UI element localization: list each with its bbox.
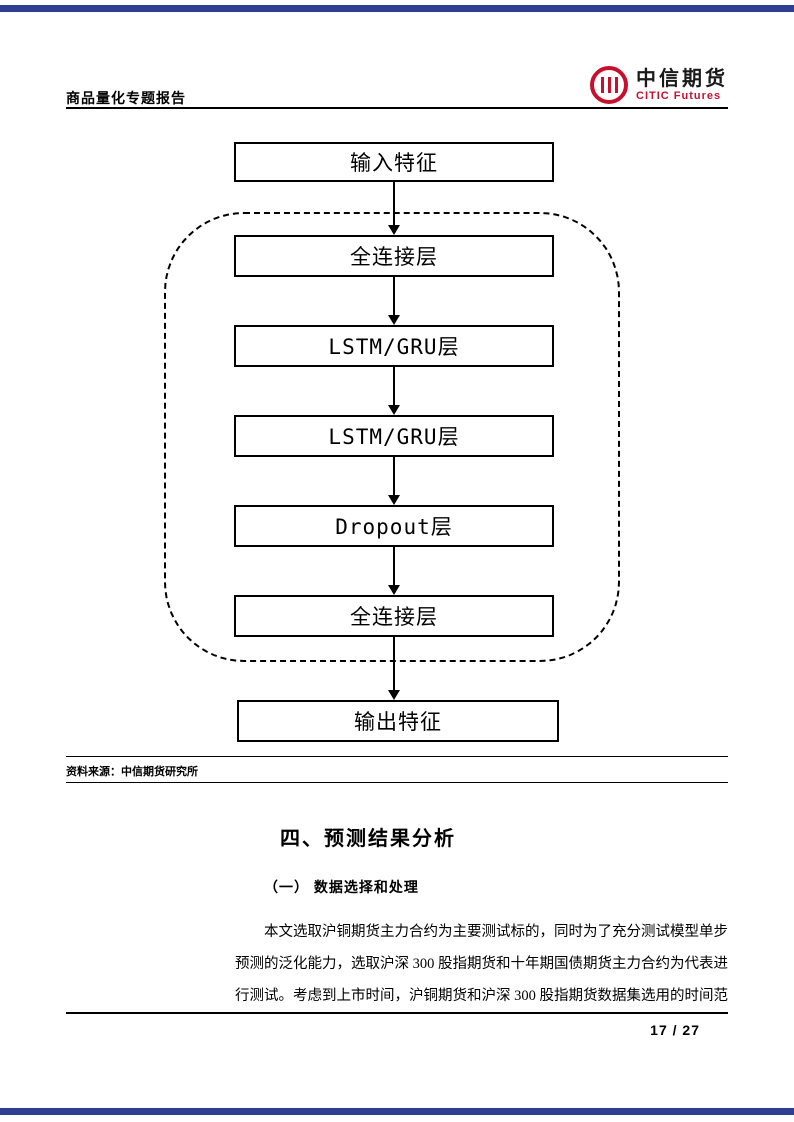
- source-rule-top: [66, 756, 728, 757]
- page-number: 17 / 27: [650, 1022, 700, 1038]
- subsection-title: （一） 数据选择和处理: [264, 879, 419, 895]
- arrow-head: [388, 315, 400, 325]
- arrow-head: [388, 495, 400, 505]
- source-note: 资料来源：中信期货研究所: [66, 766, 198, 778]
- citic-logo-text: 中信期货 CITIC Futures: [636, 68, 728, 102]
- arrow-down-icon: [388, 367, 400, 415]
- top-accent-bar: [0, 5, 794, 12]
- arrow-shaft: [393, 182, 395, 225]
- arrow-shaft: [393, 367, 395, 405]
- citic-logo: 中信期货 CITIC Futures: [590, 66, 728, 104]
- bottom-accent-bar: [0, 1108, 794, 1115]
- arrow-down-icon: [388, 182, 400, 235]
- flow-node-input: 输入特征: [234, 142, 554, 182]
- arrow-head: [388, 690, 400, 700]
- flow-node-output: 输出特征: [237, 700, 559, 742]
- source-rule-bottom: [66, 782, 728, 783]
- header-rule: [66, 107, 728, 109]
- arrow-down-icon: [388, 637, 400, 700]
- footer-rule: [66, 1012, 728, 1014]
- arrow-shaft: [393, 637, 395, 690]
- flow-node-lstm-gru-2: LSTM/GRU层: [234, 415, 554, 457]
- section-title: 四、预测结果分析: [280, 828, 456, 850]
- arrow-shaft: [393, 547, 395, 585]
- citic-logo-bars-icon: [607, 77, 611, 93]
- citic-logo-icon: [590, 66, 628, 104]
- hidden-layers-group: [164, 212, 620, 662]
- arrow-head: [388, 585, 400, 595]
- flow-node-dropout: Dropout层: [234, 505, 554, 547]
- flow-node-lstm-gru-1: LSTM/GRU层: [234, 325, 554, 367]
- arrow-down-icon: [388, 547, 400, 595]
- logo-cn-text: 中信期货: [636, 67, 728, 90]
- logo-en-text: CITIC Futures: [636, 89, 722, 102]
- flow-node-dense-2: 全连接层: [234, 595, 554, 637]
- arrow-down-icon: [388, 277, 400, 325]
- report-title: 商品量化专题报告: [66, 90, 186, 106]
- arrow-down-icon: [388, 457, 400, 505]
- flow-node-dense-1: 全连接层: [234, 235, 554, 277]
- arrow-shaft: [393, 457, 395, 495]
- body-paragraph: 本文选取沪铜期货主力合约为主要测试标的，同时为了充分测试模型单步预测的泛化能力，…: [235, 924, 728, 1004]
- arrow-head: [388, 405, 400, 415]
- arrow-shaft: [393, 277, 395, 315]
- arrow-head: [388, 225, 400, 235]
